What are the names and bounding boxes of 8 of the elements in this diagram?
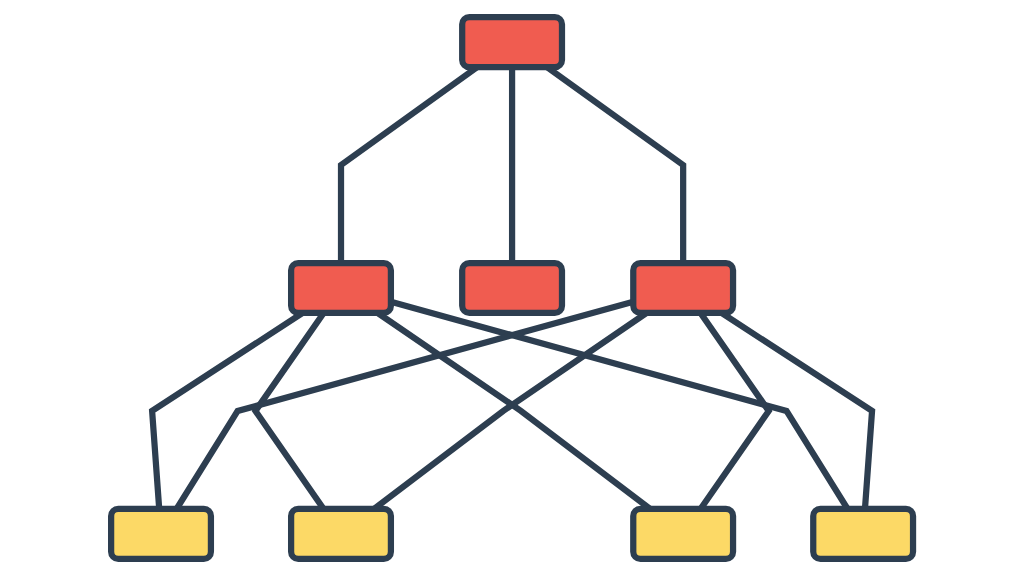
node-box [459,259,565,317]
node-box [287,505,394,562]
node-box [107,505,214,562]
node-box [810,505,917,562]
node-box [630,505,737,562]
node-box [287,259,394,317]
node-box [459,14,565,71]
node-box [630,259,737,317]
